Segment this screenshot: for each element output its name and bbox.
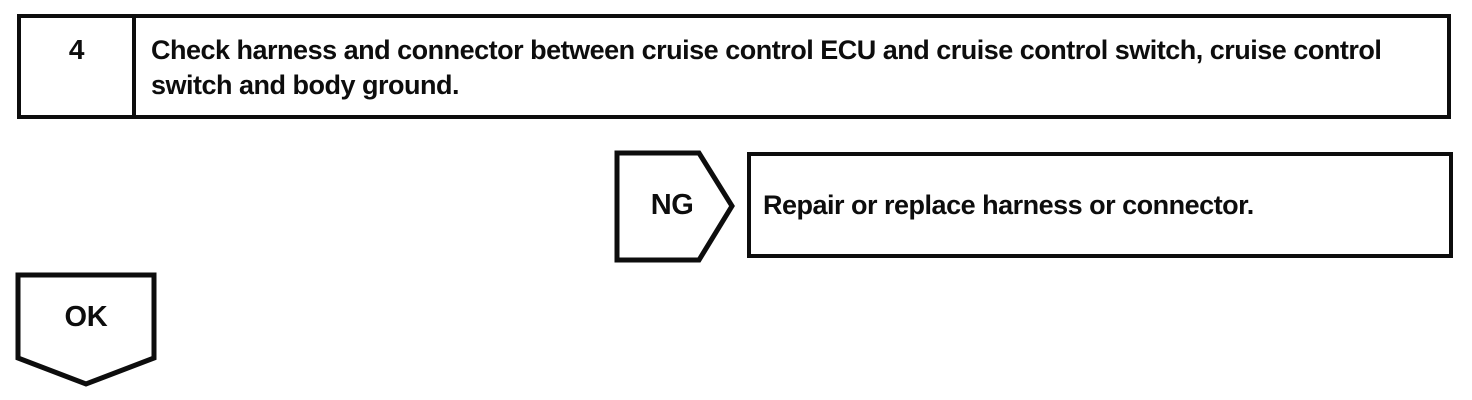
ok-pentagon-icon	[15, 272, 157, 387]
ng-action-text: Repair or replace harness or connector.	[763, 189, 1254, 220]
ok-label: OK	[64, 300, 108, 333]
ng-action-box: Repair or replace harness or connector.	[747, 152, 1453, 258]
step-box: 4 Check harness and connector between cr…	[17, 14, 1451, 119]
ng-arrow-shape: NG	[614, 150, 736, 263]
step-instruction: Check harness and connector between crui…	[151, 35, 1382, 100]
ok-arrow-shape: OK	[15, 272, 157, 388]
step-number: 4	[21, 18, 136, 115]
ng-label: NG	[650, 188, 694, 221]
ng-pentagon-icon	[614, 150, 735, 263]
